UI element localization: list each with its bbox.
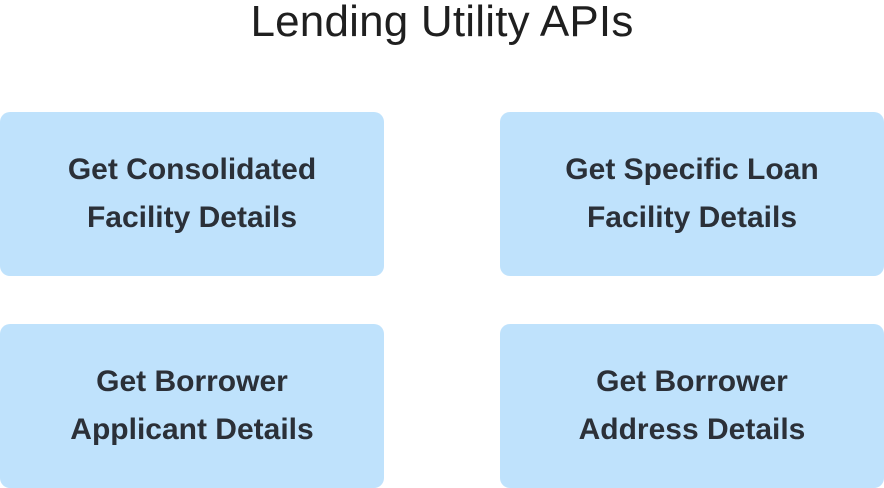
api-card-specific-loan-facility-details[interactable]: Get Specific Loan Facility Details bbox=[500, 112, 884, 276]
api-card-label: Get Consolidated Facility Details bbox=[67, 153, 317, 234]
api-card-consolidated-facility-details[interactable]: Get Consolidated Facility Details bbox=[0, 112, 384, 276]
api-card-label: Get Specific Loan Facility Details bbox=[565, 153, 819, 234]
api-card-label: Get Borrower Address Details bbox=[578, 365, 806, 446]
api-card-borrower-address-details[interactable]: Get Borrower Address Details bbox=[500, 324, 884, 488]
api-card-borrower-applicant-details[interactable]: Get Borrower Applicant Details bbox=[0, 324, 384, 488]
api-card-label: Get Borrower Applicant Details bbox=[70, 365, 314, 446]
diagram-title: Lending Utility APIs bbox=[250, 0, 634, 46]
